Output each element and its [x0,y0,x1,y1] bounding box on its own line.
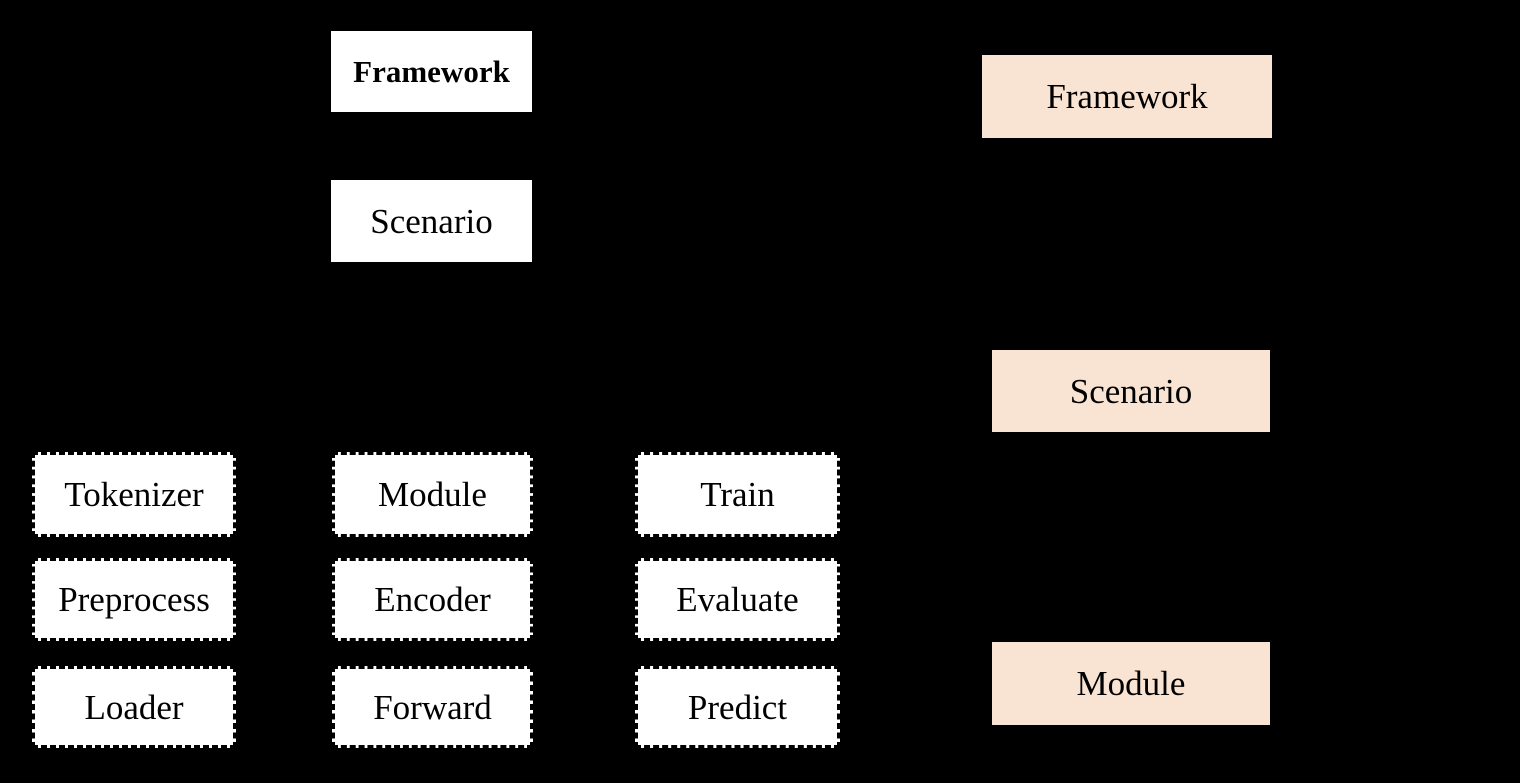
dashed-box-train-label: Train [700,475,775,514]
framework-box-right-label: Framework [1046,77,1208,116]
dashed-box-tokenizer-label: Tokenizer [64,475,204,514]
scenario-box-right: Scenario [992,350,1270,432]
scenario-box-left: Scenario [331,180,532,262]
dashed-box-forward: Forward [332,666,533,748]
dashed-box-preprocess-label: Preprocess [58,580,210,619]
scenario-box-right-label: Scenario [1069,371,1193,411]
dashed-box-encoder: Encoder [332,558,533,641]
dashed-box-module: Module [332,452,533,537]
dashed-box-forward-label: Forward [373,687,492,727]
dashed-box-module-label: Module [378,475,487,514]
dashed-box-evaluate: Evaluate [635,558,840,641]
dashed-box-predict-label: Predict [687,687,788,727]
dashed-box-preprocess: Preprocess [32,558,236,641]
dashed-box-tokenizer: Tokenizer [32,452,236,537]
dashed-box-encoder-label: Encoder [374,580,491,619]
scenario-box-left-label: Scenario [370,201,493,241]
module-box-right-label: Module [1076,664,1186,703]
framework-box-left-label: Framework [353,54,510,89]
dashed-box-loader: Loader [32,666,236,748]
module-box-right: Module [992,642,1270,725]
framework-box-left: Framework [331,31,532,112]
dashed-box-evaluate-label: Evaluate [676,580,799,619]
dashed-box-train: Train [635,452,840,537]
dashed-box-loader-label: Loader [84,687,184,727]
framework-box-right: Framework [982,55,1272,138]
dashed-box-predict: Predict [635,666,840,748]
